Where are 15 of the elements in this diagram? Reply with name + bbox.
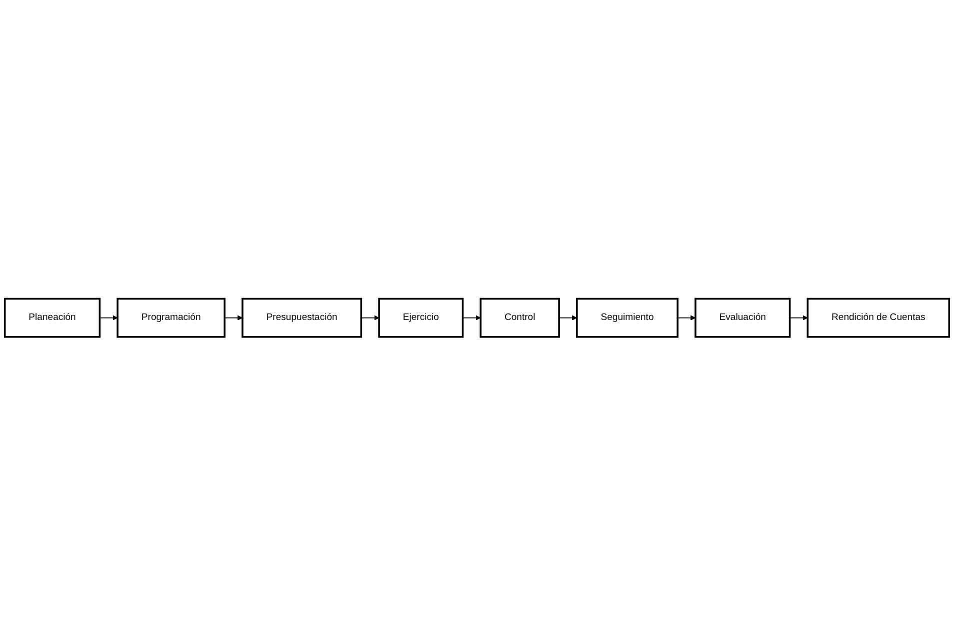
node-box: Programación	[116, 298, 226, 338]
arrow	[558, 314, 578, 320]
arrow	[462, 314, 481, 320]
arrow	[789, 314, 808, 320]
node-box: Ejercicio	[378, 298, 464, 338]
node-box: Evaluación	[694, 298, 791, 338]
node-box: Planeación	[4, 298, 101, 338]
arrow	[224, 314, 243, 320]
node-box: Control	[480, 298, 560, 338]
node-box: Rendición de Cuentas	[806, 298, 950, 338]
arrow	[677, 314, 696, 320]
node-box: Presupuestación	[242, 298, 362, 338]
node-box: Seguimiento	[576, 298, 678, 338]
arrow	[99, 314, 118, 320]
arrow	[360, 314, 380, 320]
